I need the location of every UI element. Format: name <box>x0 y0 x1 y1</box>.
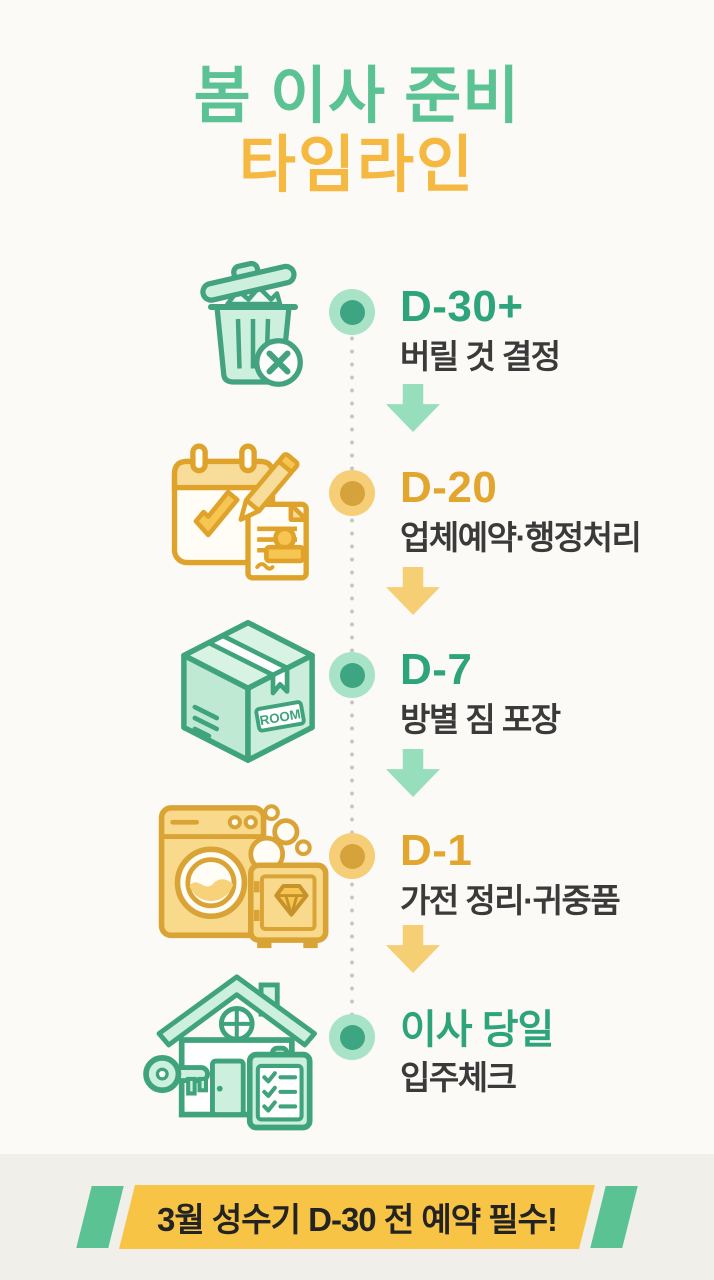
timeline-node-1 <box>329 289 375 335</box>
timeline-node-3 <box>329 652 375 698</box>
milestone-5-desc: 입주체크 <box>400 1059 517 1096</box>
moving-box-icon: ROOM <box>162 612 334 774</box>
milestone-2-day: D-20 <box>400 463 498 512</box>
banner-text: 3월 성수기 D-30 전 예약 필수! <box>157 1201 557 1238</box>
milestone-5: 이사 당일 입주체크 <box>400 1010 700 1094</box>
milestone-2-desc: 업체예약·행정처리 <box>400 519 642 556</box>
milestone-3-desc: 방별 짐 포장 <box>400 701 561 738</box>
milestone-4: D-1 가전 정리·귀중품 <box>400 826 700 919</box>
milestone-5-day: 이사 당일 <box>400 1008 554 1052</box>
footer-band: 3월 성수기 D-30 전 예약 필수! <box>0 1154 714 1280</box>
milestone-3-day: D-7 <box>400 645 473 694</box>
banner-right-accent <box>590 1186 638 1248</box>
footer-banner: 3월 성수기 D-30 전 예약 필수! <box>76 1185 638 1249</box>
banner-left-accent <box>76 1186 124 1248</box>
milestone-2: D-20 업체예약·행정처리 <box>400 463 700 556</box>
down-arrow-icon <box>386 384 440 432</box>
timeline-node-5 <box>329 1014 375 1060</box>
title-line-2: 타임라인 <box>238 131 476 201</box>
milestone-1-day: D-30+ <box>400 282 524 331</box>
calendar-stamp-icon <box>162 437 334 587</box>
house-key-icon <box>142 972 338 1134</box>
down-arrow-icon <box>386 567 440 615</box>
down-arrow-icon <box>386 925 440 973</box>
trash-can-icon <box>178 252 328 404</box>
milestone-4-day: D-1 <box>400 826 473 875</box>
milestone-4-desc: 가전 정리·귀중품 <box>400 882 621 919</box>
banner-main: 3월 성수기 D-30 전 예약 필수! <box>119 1185 595 1249</box>
timeline-node-4 <box>329 833 375 879</box>
timeline-node-2 <box>329 470 375 516</box>
title-line-1: 봄 이사 준비 <box>193 62 521 131</box>
milestone-1: D-30+ 버릴 것 결정 <box>400 282 700 375</box>
milestone-1-desc: 버릴 것 결정 <box>400 338 561 375</box>
down-arrow-icon <box>386 749 440 797</box>
milestone-3: D-7 방별 짐 포장 <box>400 645 700 738</box>
box-room-label: ROOM <box>259 706 302 728</box>
washer-safe-icon <box>152 795 340 953</box>
page-title: 봄 이사 준비 타임라인 <box>0 62 714 201</box>
